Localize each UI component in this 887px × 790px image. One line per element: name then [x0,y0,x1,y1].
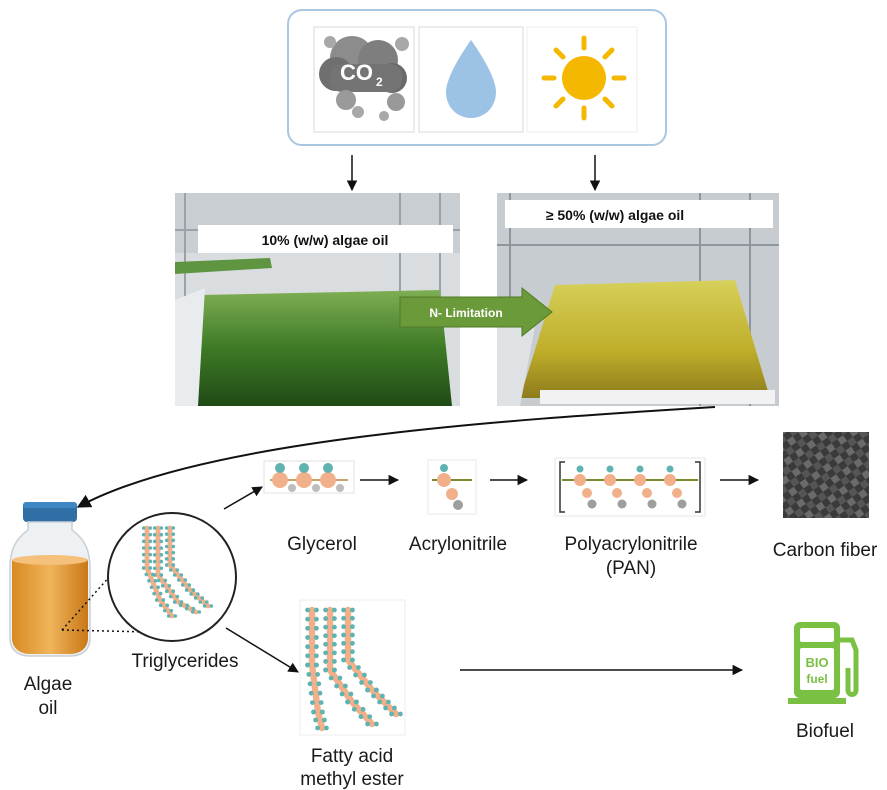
co2-cloud-icon: CO 2 [313,26,415,133]
trig-chain-3 [164,525,214,609]
carbon-fiber-icon [783,432,869,518]
pan-unit [604,465,627,509]
pan-label-2: (PAN) [606,558,656,579]
biofuel-label: Biofuel [796,721,854,742]
bio-sign-line1: BIO [805,655,828,670]
arrow-to-glycerol [223,486,263,510]
arrow-harvest-to-oil [76,406,716,508]
algae-oil-jar-icon [9,502,91,657]
triglycerides-molecule [107,512,237,642]
fame-label-2: methyl ester [300,769,404,790]
photo-high-oil-raceway: ≥ 50% (w/w) algae oil [497,193,779,406]
water-drop-icon [418,26,524,133]
glycerol-molecule [263,460,355,494]
fame-chain-1 [305,606,329,732]
photo-low-oil-raceway: 10% (w/w) algae oil [175,193,460,406]
inputs-frame: CO 2 [287,9,667,146]
pan-polymer [554,457,706,517]
carbon-fiber-label: Carbon fiber [773,540,878,561]
arrow-to-fame [225,627,299,673]
triglycerides-label: Triglycerides [132,651,239,672]
co2-label: CO [340,60,373,85]
trig-chain-1 [141,525,178,619]
algae-oil-label-2: oil [38,698,57,719]
biofuel-pump-icon: BIO fuel [788,622,859,704]
pan-unit [634,465,657,509]
n-limitation-arrow: N- Limitation [399,286,553,338]
acrylonitrile-molecule [427,459,477,515]
pan-label-1: Polyacrylonitrile [564,534,697,555]
sun-icon [526,26,638,133]
co2-subscript: 2 [376,75,383,89]
fame-label-1: Fatty acid [311,746,393,767]
trig-chain-2 [152,525,202,615]
bio-sign-line2: fuel [806,672,827,686]
fame-chain-2 [323,606,379,728]
glycerol-label: Glycerol [287,534,357,555]
fame-chain-3 [341,606,403,718]
left-photo-banner: 10% (w/w) algae oil [262,232,389,248]
algae-oil-label-1: Algae [24,674,73,695]
fame-molecule [299,599,406,736]
pan-unit [574,465,597,509]
right-photo-banner: ≥ 50% (w/w) algae oil [546,207,684,223]
acrylonitrile-label: Acrylonitrile [409,534,507,555]
pan-unit [664,465,687,509]
n-limitation-label: N- Limitation [429,306,502,320]
triglyceride-chains [141,525,214,619]
